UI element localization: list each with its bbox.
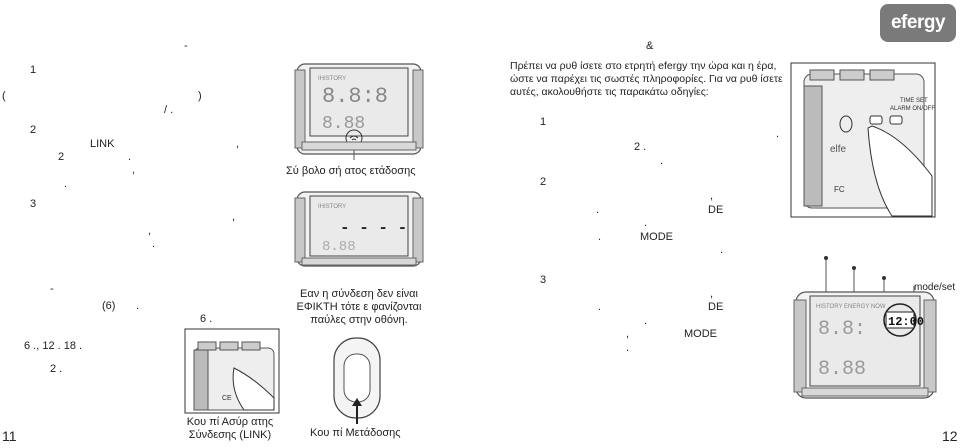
- mode-set-label: mode/set: [914, 282, 956, 293]
- left-note-line4: 2 .: [50, 363, 63, 375]
- dash-display: - - - -: [340, 219, 407, 237]
- svg-text:IHISTORY: IHISTORY: [318, 76, 346, 82]
- left-note-dash: -: [50, 283, 54, 295]
- right-step3-comma: ,: [710, 288, 714, 300]
- svg-text:TIME SET: TIME SET: [900, 98, 928, 104]
- left-note-six-paren: (6): [102, 300, 116, 312]
- right-page-number: 12: [942, 428, 958, 444]
- monitor-dashes-illustration: IHISTORY - - - - 8.88: [294, 191, 424, 267]
- svg-text:8.8:: 8.8:: [818, 318, 866, 341]
- right-step2-dot-a: .: [596, 204, 600, 216]
- left-step2-comma2: ,: [132, 164, 136, 176]
- left-step2-number: 2: [30, 124, 37, 136]
- monitor-transmit-illustration: IHISTORY 8.8:8 8.88: [294, 63, 424, 160]
- svg-text:8.8:8: 8.8:8: [322, 84, 388, 109]
- monitor-back-link-illustration: CE: [184, 328, 280, 414]
- left-page-number: 11: [2, 428, 17, 444]
- right-step2-number: 2: [540, 176, 547, 188]
- right-step2-dot-b: .: [644, 217, 648, 229]
- caption-transmit-symbol: Σύ βολο σή ατος ετάδοσης: [286, 165, 416, 177]
- left-step2-dot: .: [128, 151, 132, 163]
- svg-text:8.88: 8.88: [322, 239, 356, 255]
- clock-display: 12:00: [888, 315, 924, 329]
- right-heading-amp: &: [646, 40, 654, 52]
- left-step1-number: 1: [30, 64, 37, 76]
- left-step1-close-paren: ): [198, 90, 202, 102]
- left-step2-dot2: .: [64, 178, 68, 190]
- right-step3-comma2: ,: [626, 328, 630, 340]
- left-note-dot1: .: [136, 300, 140, 312]
- left-note-line3: 6 ., 12 . 18 .: [24, 340, 83, 352]
- left-step3-dot: .: [152, 238, 156, 250]
- right-step3-dot-b: .: [644, 315, 648, 327]
- svg-text:HISTORY ENERGY NOW: HISTORY ENERGY NOW: [816, 304, 886, 310]
- svg-text:IHISTORY: IHISTORY: [318, 204, 346, 210]
- left-step3-comma2: ,: [148, 225, 152, 237]
- svg-text:8.88: 8.88: [322, 114, 365, 134]
- right-step2-mode: MODE: [640, 231, 673, 243]
- svg-text:elfe: elfe: [830, 144, 847, 155]
- left-step2-comma1: ,: [236, 138, 240, 150]
- monitor-back-mode-illustration: TIME SET ALARM ON/OFF elfe FC: [790, 62, 936, 218]
- svg-text:ALARM ON/OFF: ALARM ON/OFF: [890, 106, 935, 112]
- left-step2-link-word: LINK: [90, 138, 115, 150]
- monitor-clock-illustration: HISTORY ENERGY NOW 8.8: 12:00 8.88: [793, 256, 937, 399]
- left-note-six-dot: 6 .: [200, 313, 213, 325]
- right-step3-number: 3: [540, 274, 547, 286]
- right-step1-number: 1: [540, 116, 547, 128]
- right-step3-de: DE: [708, 301, 724, 313]
- right-step3-dot-c: .: [626, 342, 630, 354]
- svg-text:CE: CE: [222, 395, 232, 402]
- right-step2-de: DE: [708, 204, 724, 216]
- caption-wireless-button: Κου πί Ασύρ ατης Σύνδεσης (LINK): [186, 416, 274, 441]
- svg-text:FC: FC: [834, 185, 845, 194]
- right-step2-dot-c: .: [598, 231, 602, 243]
- left-step3-comma1: ,: [232, 211, 236, 223]
- right-step3-mode: MODE: [684, 328, 717, 340]
- transmitter-illustration: [333, 337, 381, 424]
- caption-no-connection: Εαν η σύνδεση δεν είναι ΕΦΙΚΤΗ τότε ε φα…: [296, 288, 422, 326]
- left-heading-dash: -: [184, 40, 188, 52]
- left-step2-number2: 2: [58, 151, 65, 163]
- svg-text:8.88: 8.88: [818, 358, 866, 381]
- right-step2-comma: ,: [710, 190, 714, 202]
- left-step3-number: 3: [30, 198, 37, 210]
- right-intro-text: Πρέπει να ρυθ ίσετε στο ετρητή efergy τη…: [510, 60, 783, 98]
- right-step1-dot: .: [776, 128, 780, 140]
- left-step1-open-paren: (: [2, 90, 6, 102]
- right-step1-num2: 2 .: [634, 141, 647, 153]
- right-step3-dot-a: .: [598, 301, 602, 313]
- right-step1-dot2: .: [660, 155, 664, 167]
- right-step2-dot-d: .: [720, 244, 724, 256]
- left-step1-slash: / .: [164, 104, 174, 116]
- efergy-logo: efergy: [880, 4, 956, 42]
- caption-transmit-button: Κου πί Μετάδοσης: [310, 427, 401, 439]
